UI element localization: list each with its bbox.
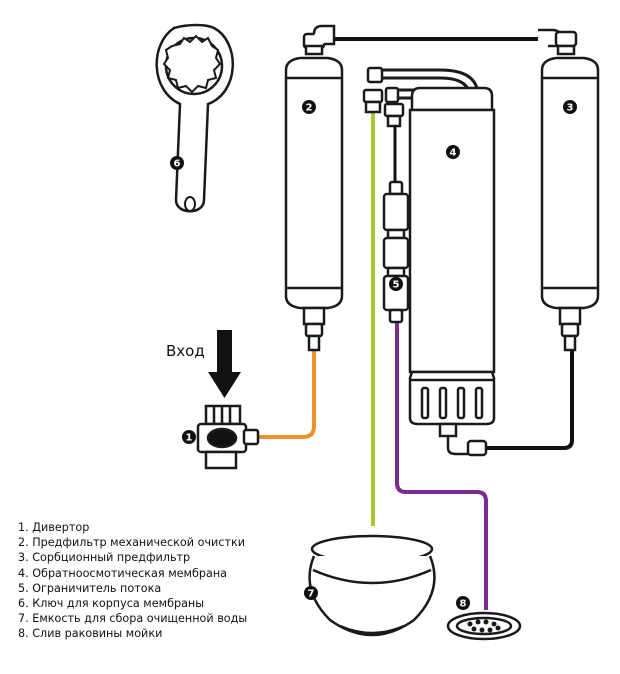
prefilter-carbon xyxy=(538,28,600,352)
sink-drain xyxy=(446,611,522,641)
legend-list: 1. Дивертор 2. Предфильтр механической о… xyxy=(18,520,247,642)
legend-item: 3. Сорбционный предфильтр xyxy=(18,551,191,565)
svg-text:5: 5 xyxy=(393,280,400,291)
inlet-arrow-icon xyxy=(208,330,241,398)
badge-prefilter-mechanical: 2 xyxy=(302,100,316,114)
svg-text:8: 8 xyxy=(460,599,467,610)
membrane-wrench xyxy=(155,23,235,213)
legend-item: 1. Дивертор xyxy=(18,521,90,534)
inlet-label: Вход xyxy=(166,342,205,360)
legend-item: 7. Емкость для сбора очищенной воды xyxy=(18,612,248,626)
badge-sink-drain: 8 xyxy=(456,596,470,610)
legend-item: 4. Обратноосмотическая мембрана xyxy=(18,566,227,580)
prefilter-mechanical xyxy=(284,24,344,352)
badge-flow-restrictor: 5 xyxy=(389,277,403,291)
svg-text:4: 4 xyxy=(450,148,457,159)
drain-tube xyxy=(395,322,488,610)
inlet-tube xyxy=(256,350,316,439)
badge-prefilter-carbon: 3 xyxy=(563,100,577,114)
svg-text:2: 2 xyxy=(306,103,313,114)
legend-item: 8. Слив раковины мойки xyxy=(18,627,163,641)
legend-item: 2. Предфильтр механической очистки xyxy=(18,536,246,550)
legend-item: 5. Ограничитель потока xyxy=(18,581,162,595)
svg-text:7: 7 xyxy=(308,589,315,600)
legend-item: 6. Ключ для корпуса мембраны xyxy=(18,597,205,611)
badge-wrench: 6 xyxy=(170,156,184,170)
badge-diverter: 1 xyxy=(182,430,196,444)
badge-ro-membrane: 4 xyxy=(446,145,460,159)
svg-text:1: 1 xyxy=(186,433,193,444)
badge-collection-bowl: 7 xyxy=(304,586,318,600)
link-tube-bottom xyxy=(486,350,574,450)
svg-text:6: 6 xyxy=(174,159,181,170)
diverter xyxy=(196,404,260,470)
svg-text:3: 3 xyxy=(567,103,574,114)
flow-restrictor xyxy=(382,180,410,324)
collection-bowl xyxy=(308,534,436,637)
